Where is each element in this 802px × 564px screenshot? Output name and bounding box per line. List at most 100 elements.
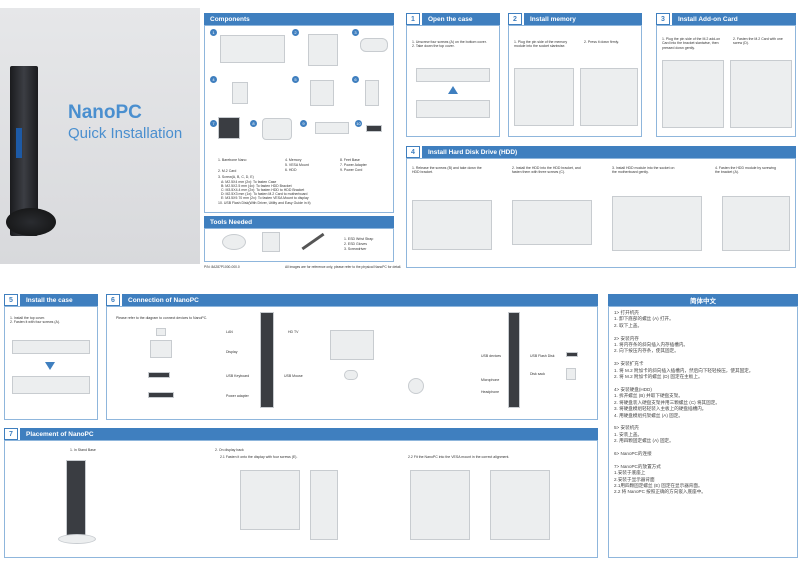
comp-usb: 10. USB Flash Disk(With Driver, Utility … [218,201,311,205]
chinese-line: 2.1用四颗固定螺丝 (E) 固定在显示器背面。 [614,482,703,488]
chinese-line: 2.安装于显示器背面 [614,476,655,482]
label-hdtv: HD TV [288,330,299,334]
chinese-line: 5> 安装机壳 [614,425,639,431]
marker-8: 8 [250,120,257,127]
m2-card-image [232,82,248,104]
comp-item-8: 8. Feet Base [340,158,360,162]
comp-item-1: 1. Barebone Nano [218,158,247,162]
keyboard-image [148,372,170,378]
label-lan: LAN [226,330,233,334]
step6-frame [106,306,598,420]
step4-image-3 [612,196,702,251]
step1-image-top [416,68,490,82]
comp-item-2: 2. M.2 Card [218,169,237,173]
chinese-line: 2. 将 M.2 附加卡的螺丝 (D) 固定在主板上。 [614,374,703,380]
step3-header: Install Add-on Card [672,13,796,25]
comp-screw-e: E: M3.5X9.70 mm (2x): To fasten VESA Mou… [221,196,309,200]
step5-title: Install the case [26,296,73,304]
chinese-line: 1. 拆开螺丝 (B) 并取下硬盘支架。 [614,393,683,399]
step5-image-top [12,340,90,354]
chinese-line: 1> 打开机壳 [614,310,639,315]
nanopc-stand-image [6,208,56,236]
step3-text1: 1. Plug the pin side of the M.2 add-on C… [662,37,721,50]
chinese-line: 2> 安装内存 [614,335,639,341]
step5-image-bottom [12,376,90,394]
step7-sub2-2: 2.2 Fit the NanoPC into the VESA mount i… [408,455,510,459]
marker-10: 10 [355,120,362,127]
marker-3: 3 [352,29,359,36]
marker-9: 9 [300,120,307,127]
comp-item-6: 6. HDD [285,168,297,172]
step1-arrow [448,86,458,94]
tools-header: Tools Needed [204,216,394,228]
label-usb-flash: USB Flash Disk [530,354,555,358]
label-keyboard: USB Keyboard [226,374,250,378]
chinese-line: 1. 卸下底部的螺丝 (A) 打开。 [614,316,674,322]
tool-item-2: 2. ESD Gloves [344,242,367,246]
step7-header: Placement of NanoPC [20,428,598,440]
step6-intro: Please refer to the diagram to connect d… [116,316,208,320]
step4-number: 4 [406,146,420,158]
step3-image-1 [662,60,724,128]
step7-sub1: 1. In Stand Base [70,448,96,452]
nanopc-device-image [10,66,38,236]
chinese-line: 6> NanoPC的连接 [614,450,652,456]
brand-subtitle: Quick Installation [68,125,183,142]
chinese-line: 1. 将内存条的斜向插入内存插槽内。 [614,342,689,348]
stand-base-image [66,460,86,538]
step6-title: Connection of NanoPC [128,296,199,304]
chinese-line: 2.2 将 NanoPC 按照正确的方向嵌入底座中。 [614,489,706,495]
comp-screw-d: D: M2.5X3 mm (1x): To fasten M.2 Card to… [221,192,308,196]
chinese-line: 7> NanoPC的放置方式 [614,463,661,469]
monitor-back-image-1 [310,470,338,540]
label-mouse: USB Mouse [284,374,303,378]
step2-text2: 2. Press it down firmly. [584,40,619,44]
step5-arrow [45,362,55,370]
components-frame [204,25,394,213]
screw-set-image [365,80,379,106]
chinese-line: 2. 取下上盖。 [614,322,643,328]
step6-header: Connection of NanoPC [122,294,598,306]
step2-number: 2 [508,13,522,25]
step4-text2: 2. Install the HDD into the HDD bracket,… [512,166,581,175]
chinese-line: 1. 安装上盖。 [614,431,643,437]
step4-text3: 3. Install HDD module into the socket on… [612,166,675,175]
usb-flash-image [366,125,382,132]
step3-text2: 2. Fasten the M.2 Card with one screw (D… [733,37,783,46]
components-header: Components [204,13,394,25]
feet-base-image [262,118,292,140]
power-adapter-conn [148,392,174,398]
lan-port-image [156,328,166,336]
label-power: Power adapter [226,394,249,398]
step1-header: Open the case [422,13,500,25]
headset-image [408,378,424,394]
display-image [150,340,172,358]
marker-7: 7 [210,120,217,127]
tool-item-1: 1. ESD Wrist Strap [344,237,374,241]
comp-screw-c: C: M3.5X4.4 mm (2x): To fasten HDD to HD… [221,188,305,192]
components-title: Components [210,15,250,23]
nanopc-side-image [508,312,520,408]
marker-5: 5 [292,76,299,83]
label-display: Display [226,350,238,354]
step5-text: 1. Install the top cover. 2. Fasten it w… [10,316,60,325]
chinese-line: 4> 安装硬盘(HDD) [614,386,652,392]
step5-frame [4,306,98,420]
step7-title: Placement of NanoPC [26,430,94,438]
step1-frame [406,25,500,137]
chinese-header: 简体中文 [608,294,798,306]
hdtv-image [330,330,374,360]
screws-image [360,38,388,52]
chinese-title: 简体中文 [690,298,716,305]
step2-image-1 [514,68,574,126]
tools-title: Tools Needed [210,218,253,226]
step7-frame [4,440,598,558]
step4-image-4 [722,196,790,251]
tools-frame [204,228,394,262]
part-number: P/N: 8A287P1000-000.0 [204,265,240,269]
label-disk-sack: Disk sack [530,372,545,376]
esd-strap-image [222,234,246,250]
step3-number: 3 [656,13,670,25]
mouse-image [344,370,358,380]
